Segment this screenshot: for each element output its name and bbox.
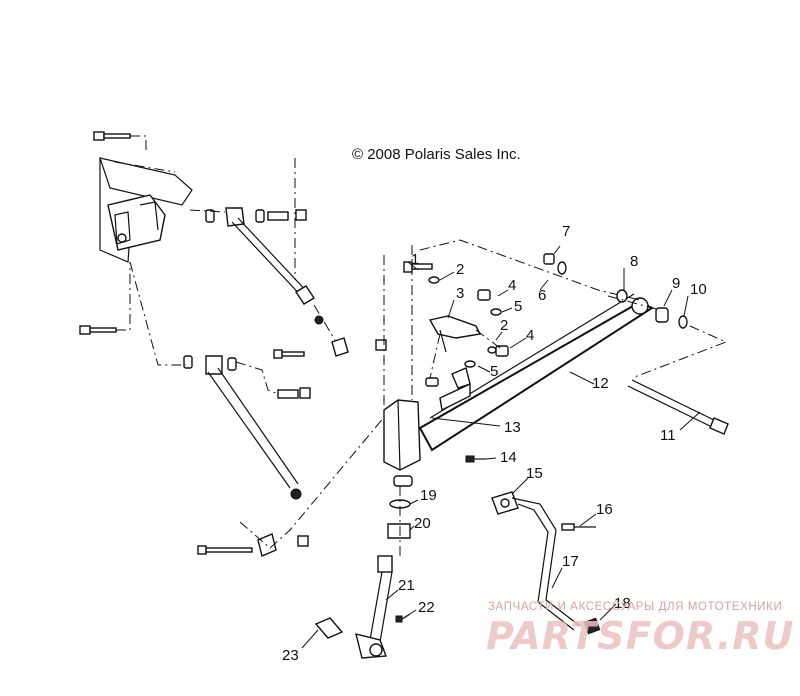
pin-16 bbox=[561, 523, 596, 531]
callout-7: 7 bbox=[562, 223, 570, 240]
callout-12: 12 bbox=[592, 375, 609, 392]
bushing-23 bbox=[314, 617, 344, 639]
limiter-bracket bbox=[425, 315, 482, 387]
callout-2a: 2 bbox=[456, 261, 464, 278]
callout-3: 3 bbox=[456, 285, 464, 302]
nut-4-lower bbox=[495, 345, 509, 357]
callout-18: 18 bbox=[614, 595, 631, 612]
washer-5-lower bbox=[464, 360, 476, 368]
steering-spindle bbox=[355, 555, 393, 659]
callout-6: 6 bbox=[538, 287, 546, 304]
callout-4a: 4 bbox=[508, 277, 516, 294]
callout-17: 17 bbox=[562, 553, 579, 570]
callout-10: 10 bbox=[690, 281, 707, 298]
grease-fitting-14 bbox=[465, 455, 486, 463]
callout-15: 15 bbox=[526, 465, 543, 482]
frame-bolt-lower bbox=[79, 325, 117, 335]
copyright-notice: © 2008 Polaris Sales Inc. bbox=[352, 146, 521, 163]
frame-bracket bbox=[99, 157, 193, 263]
spindle-housing bbox=[383, 399, 421, 487]
cap-18 bbox=[583, 617, 601, 635]
callout-13: 13 bbox=[504, 419, 521, 436]
bushing-9 bbox=[655, 307, 669, 323]
lower-rod-end-bolt bbox=[197, 535, 309, 555]
callout-20: 20 bbox=[414, 515, 431, 532]
callout-9: 9 bbox=[672, 275, 680, 292]
callout-11: 11 bbox=[660, 427, 676, 444]
trailing-arm bbox=[418, 293, 655, 452]
limiter-rod-17 bbox=[511, 497, 581, 631]
watermark-tagline: ЗАПЧАСТИ И АКСЕССУАРЫ ДЛЯ МОТОТЕХНИКИ bbox=[488, 601, 783, 613]
washer-8 bbox=[616, 289, 628, 303]
nut-4-top bbox=[477, 289, 491, 301]
callout-16: 16 bbox=[596, 501, 613, 518]
upper-radius-rod bbox=[205, 207, 349, 357]
o-ring-10 bbox=[678, 315, 688, 329]
watermark-brand: PARTSFOR.RU bbox=[486, 614, 795, 658]
lower-radius-rod bbox=[183, 355, 311, 557]
callout-21: 21 bbox=[398, 577, 415, 594]
nut-7 bbox=[543, 253, 555, 265]
callout-5a: 5 bbox=[514, 298, 522, 315]
bolt-11 bbox=[627, 379, 729, 435]
frame-bolt-top bbox=[93, 131, 131, 141]
callout-22: 22 bbox=[418, 599, 435, 616]
stud bbox=[451, 367, 471, 389]
bolt-1 bbox=[403, 261, 440, 284]
bushing-20 bbox=[387, 523, 411, 539]
callout-4b: 4 bbox=[526, 327, 534, 344]
callout-8: 8 bbox=[630, 253, 638, 270]
callout-19: 19 bbox=[420, 487, 437, 504]
rod-end-bolt bbox=[273, 339, 387, 359]
callout-5b: 5 bbox=[490, 363, 498, 380]
callout-23: 23 bbox=[282, 647, 299, 664]
shock-mount-plate bbox=[491, 491, 519, 515]
washer-6 bbox=[557, 261, 567, 275]
washer-5-top bbox=[490, 308, 502, 316]
callout-2b: 2 bbox=[500, 317, 508, 334]
callout-1: 1 bbox=[411, 251, 419, 268]
callout-14: 14 bbox=[500, 449, 517, 466]
washer-2-lower bbox=[487, 346, 497, 354]
